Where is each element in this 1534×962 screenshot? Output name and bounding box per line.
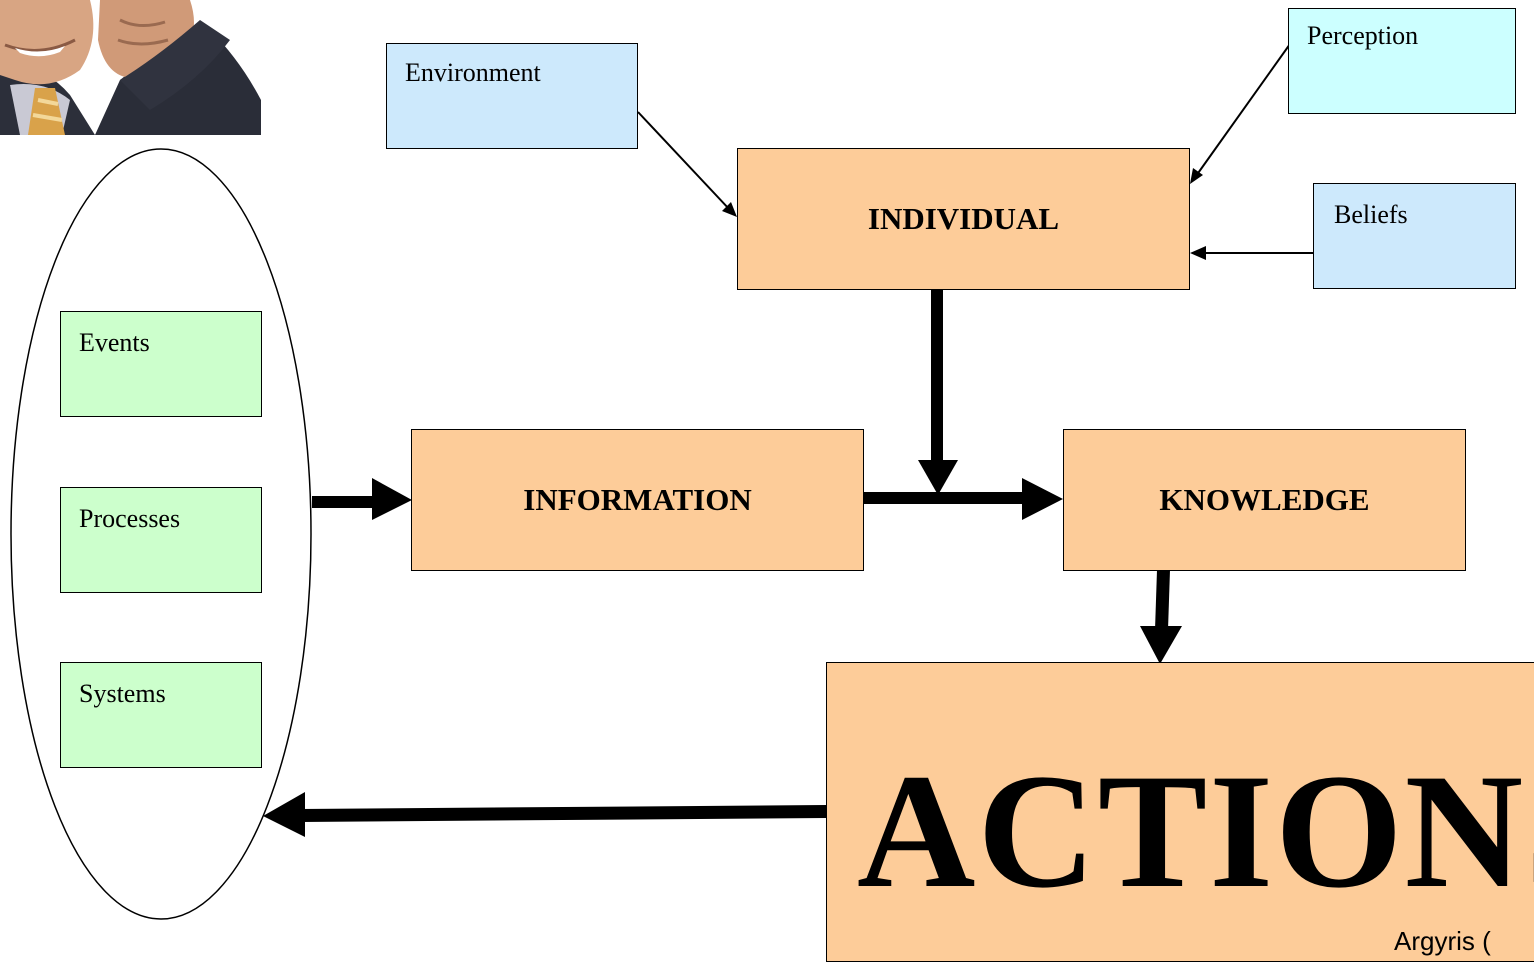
environment-to-individual-arrow — [637, 111, 737, 217]
perception-box: Perception — [1288, 8, 1516, 114]
perception-label: Perception — [1307, 21, 1419, 50]
perception-to-individual-arrow — [1190, 43, 1291, 184]
citation-text: Argyris ( — [1394, 926, 1491, 956]
actions-to-sources-arrow — [263, 792, 826, 837]
knowledge-to-actions-arrow — [1140, 570, 1182, 664]
events-label: Events — [79, 328, 150, 357]
individual-label: INDIVIDUAL — [867, 201, 1060, 236]
events-box: Events — [60, 311, 262, 417]
environment-label: Environment — [405, 58, 541, 87]
sources-to-information-arrow — [312, 478, 412, 520]
beliefs-label: Beliefs — [1334, 200, 1408, 229]
processes-label: Processes — [79, 504, 181, 533]
systems-box: Systems — [60, 662, 262, 768]
knowledge-label: KNOWLEDGE — [1159, 482, 1370, 517]
environment-box: Environment — [386, 43, 638, 149]
businessman-photo — [0, 0, 261, 135]
individual-to-knowledge-arrow — [918, 290, 958, 495]
beliefs-to-individual-arrow — [1190, 246, 1314, 260]
systems-label: Systems — [79, 679, 166, 708]
beliefs-box: Beliefs — [1313, 183, 1516, 289]
information-to-knowledge-arrow — [863, 478, 1063, 520]
knowledge-node: KNOWLEDGE — [1063, 429, 1466, 571]
processes-box: Processes — [60, 487, 262, 593]
actions-label: ACTIONS — [857, 741, 1534, 922]
information-node: INFORMATION — [411, 429, 864, 571]
information-label: INFORMATION — [523, 482, 752, 517]
individual-node: INDIVIDUAL — [737, 148, 1190, 290]
actions-node: ACTIONS Argyris ( — [826, 662, 1534, 962]
